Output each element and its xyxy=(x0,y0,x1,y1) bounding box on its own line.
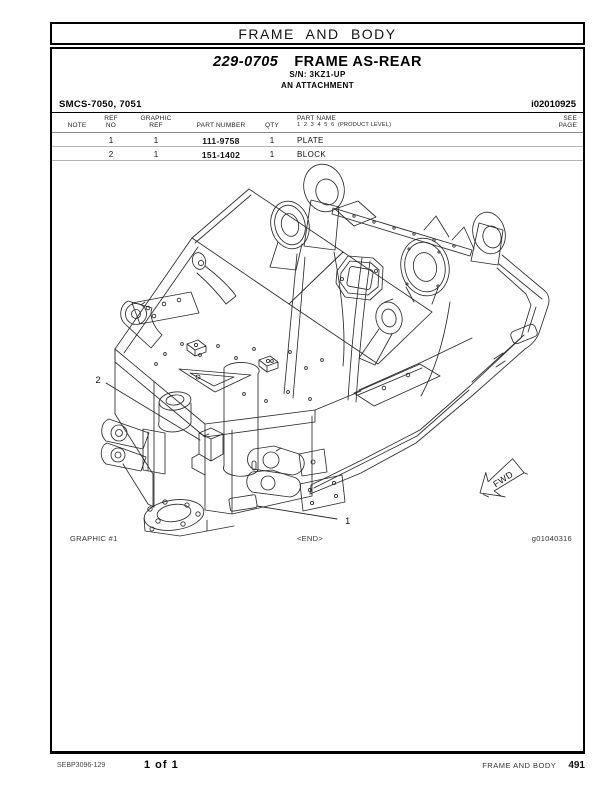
row2-part-number: 151-1402 xyxy=(201,150,241,160)
col-header-qty: QTY xyxy=(265,122,279,129)
row1-qty: 1 xyxy=(269,136,275,145)
lifting-eye-left xyxy=(303,163,345,251)
footer-page-count: 1 of 1 xyxy=(144,759,179,771)
col-header-part-number: PART NUMBER xyxy=(196,122,246,129)
row2-qty: 1 xyxy=(269,150,275,159)
part-name-title: FRAME AS-REAR xyxy=(294,54,422,70)
bearing-boss-right xyxy=(400,237,450,305)
serial-line: S/N: 3KZ1-UP xyxy=(289,70,346,79)
main-deck xyxy=(114,237,473,438)
banner-box: FRAME AND BODY xyxy=(50,22,585,45)
footer-media-number: SEBP3096-129 xyxy=(57,762,106,769)
row1-graphic-ref: 1 xyxy=(153,136,159,145)
rear-panel-octagon xyxy=(288,251,433,365)
left-side-plate xyxy=(131,188,344,325)
center-ribs xyxy=(283,251,451,403)
row1-part-name: PLATE xyxy=(297,136,324,145)
callout-1-label: 1 xyxy=(345,516,350,527)
row2-rule xyxy=(52,160,583,161)
part-number-title: 229-0705 xyxy=(213,54,279,70)
col-header-part-name: PART NAME 1 2 3 4 5 6 (PRODUCT LEVEL) xyxy=(297,115,392,128)
fwd-arrow-icon: FWD xyxy=(479,458,528,498)
col-header-note: NOTE xyxy=(67,122,87,129)
graphic-id: g01040316 xyxy=(531,534,572,543)
row1-ref-no: 1 xyxy=(108,136,114,145)
part-1-plate xyxy=(228,494,258,512)
lifting-eye-right xyxy=(470,211,506,266)
row2-graphic-ref: 1 xyxy=(153,150,159,159)
banner-title: FRAME AND BODY xyxy=(238,25,397,42)
bearing-boss-left xyxy=(269,200,310,271)
row1-part-number: 111-9758 xyxy=(202,136,240,146)
row2-part-name: BLOCK xyxy=(297,150,327,159)
bearing-boss-lower xyxy=(358,298,403,366)
graphic-caption-center: <END> xyxy=(296,534,324,543)
col-header-ref-no: REF NO xyxy=(104,115,118,129)
frame-rear-illustration: 2 1 FWD xyxy=(95,163,550,537)
row2-ref-no: 2 xyxy=(108,150,114,159)
fwd-arrow-label: FWD xyxy=(491,469,515,489)
col-header-graphic-ref: GRAPHIC REF xyxy=(140,115,172,129)
footer-section: FRAME AND BODY xyxy=(482,761,557,770)
callout-2-label: 2 xyxy=(95,375,100,386)
callout-lines xyxy=(105,382,338,520)
callout-line-2 xyxy=(105,382,201,441)
row1-rule xyxy=(52,146,583,147)
table-top-rule xyxy=(52,112,583,113)
attachment-line: AN ATTACHMENT xyxy=(280,81,355,90)
right-frame-rail xyxy=(309,254,550,495)
doc-id: i02010925 xyxy=(531,99,576,110)
footer-page-number: 491 xyxy=(568,760,585,771)
smcs-code: SMCS-7050, 7051 xyxy=(59,99,142,110)
top-rail-bar xyxy=(331,200,475,257)
footer-right-group: FRAME AND BODY 491 xyxy=(482,760,585,771)
col-header-see-page: SEE PAGE xyxy=(558,115,577,129)
graphic-caption-left: GRAPHIC #1 xyxy=(70,534,118,543)
part-2-block xyxy=(191,427,224,476)
content-box: 229-0705 FRAME AS-REAR S/N: 3KZ1-UP AN AT… xyxy=(50,47,585,754)
header-rule xyxy=(52,132,583,133)
callout-line-1 xyxy=(256,505,338,520)
part-title: 229-0705 FRAME AS-REAR xyxy=(52,54,583,70)
front-center-assembly xyxy=(204,415,346,515)
front-left-assembly xyxy=(100,300,260,537)
